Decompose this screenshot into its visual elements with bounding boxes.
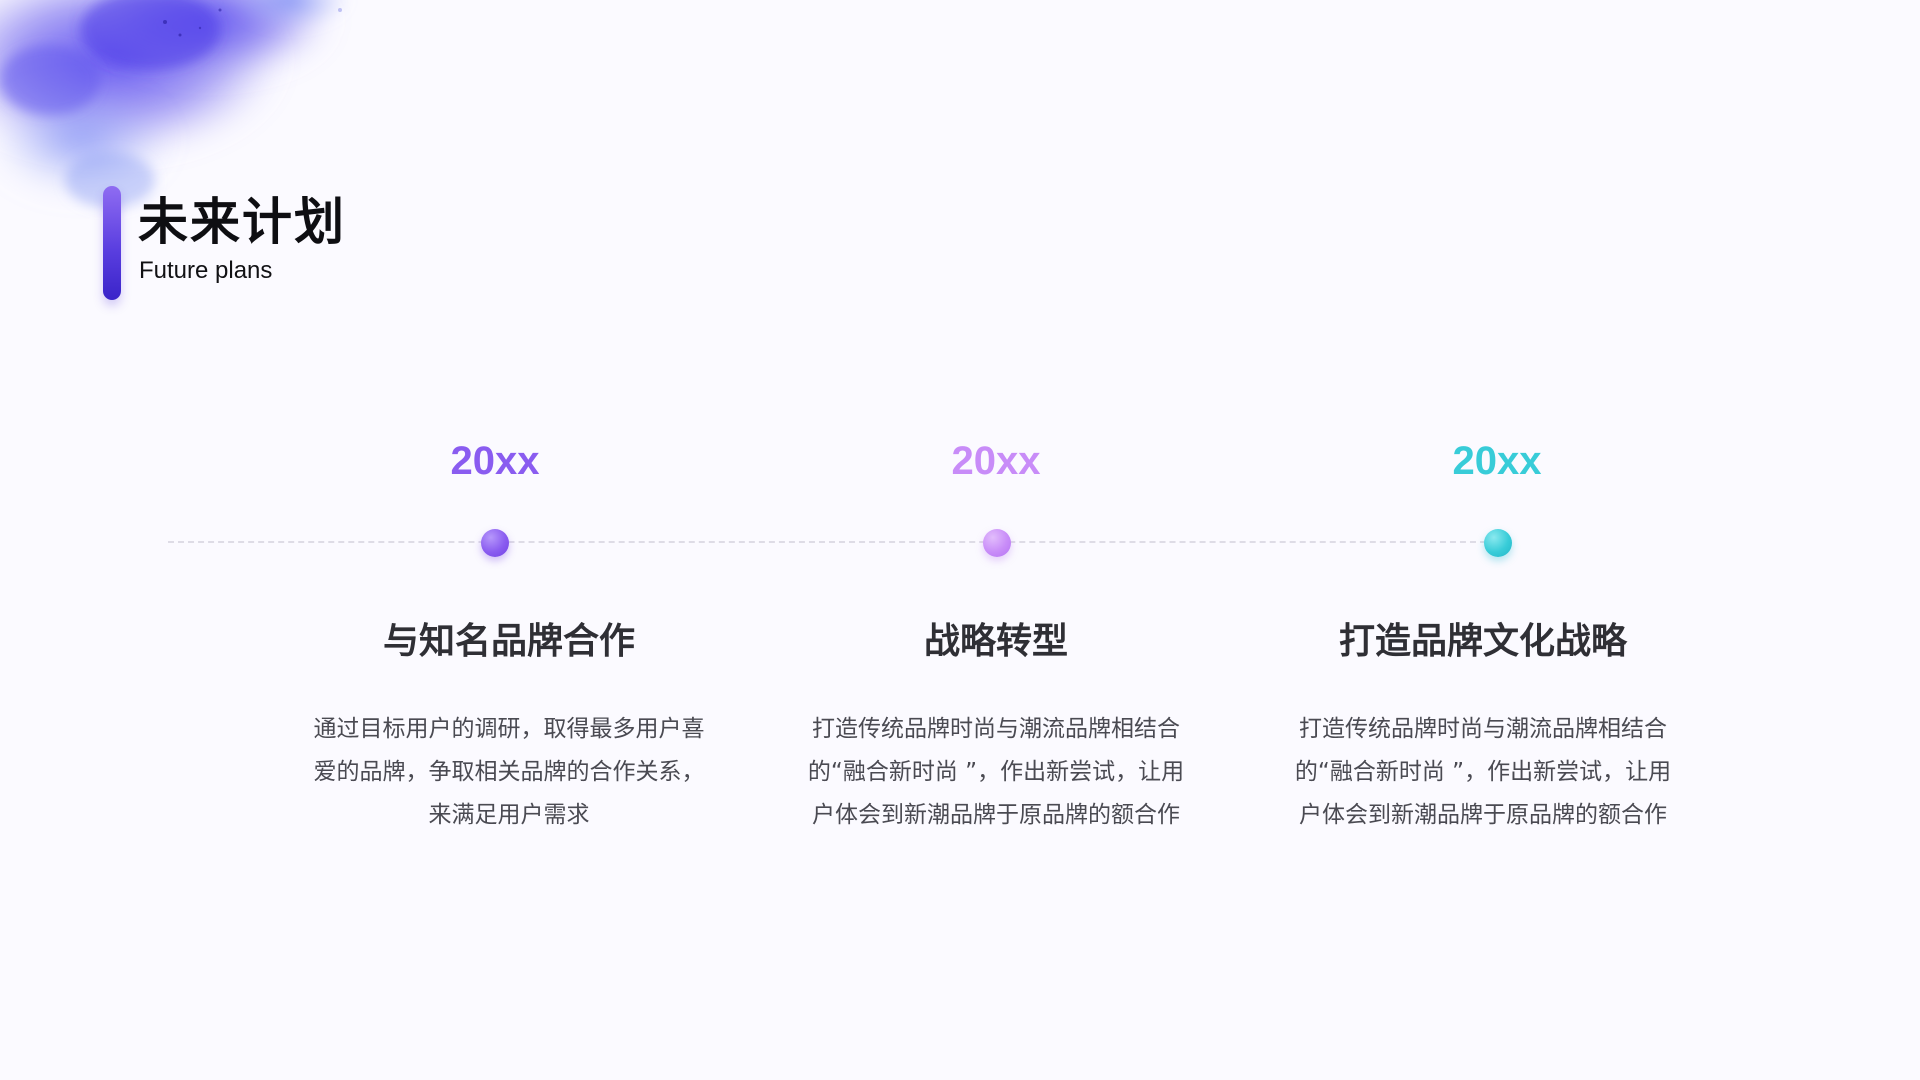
plan-3-description: 打造传统品牌时尚与潮流品牌相结合的“融合新时尚 ”，作出新尝试，让用户体会到新潮… xyxy=(1294,716,1672,828)
plan-1-heading: 与知名品牌合作 xyxy=(382,621,635,662)
timeline-line xyxy=(168,541,1496,543)
ink-splash-decoration xyxy=(0,0,350,208)
page-subtitle: Future plans xyxy=(139,257,273,284)
plan-3-year: 20xx xyxy=(1452,439,1542,483)
plan-3-heading: 打造品牌文化战略 xyxy=(1338,621,1627,662)
plan-1-description: 通过目标用户的调研，取得最多用户喜爱的品牌，争取相关品牌的合作关系，来满足用户需… xyxy=(313,716,705,828)
plan-2-heading: 战略转型 xyxy=(923,621,1068,662)
plan-2-year: 20xx xyxy=(951,439,1041,483)
plan-2-description: 打造传统品牌时尚与潮流品牌相结合的“融合新时尚 ”，作出新尝试，让用户体会到新潮… xyxy=(807,716,1185,828)
plan-1-year: 20xx xyxy=(450,439,540,483)
plan-3-timeline-node xyxy=(1484,529,1512,557)
plan-2-timeline-node xyxy=(983,529,1011,557)
title-accent-bar xyxy=(103,186,121,300)
plan-1-timeline-node xyxy=(481,529,509,557)
page-title: 未来计划 xyxy=(138,193,346,251)
